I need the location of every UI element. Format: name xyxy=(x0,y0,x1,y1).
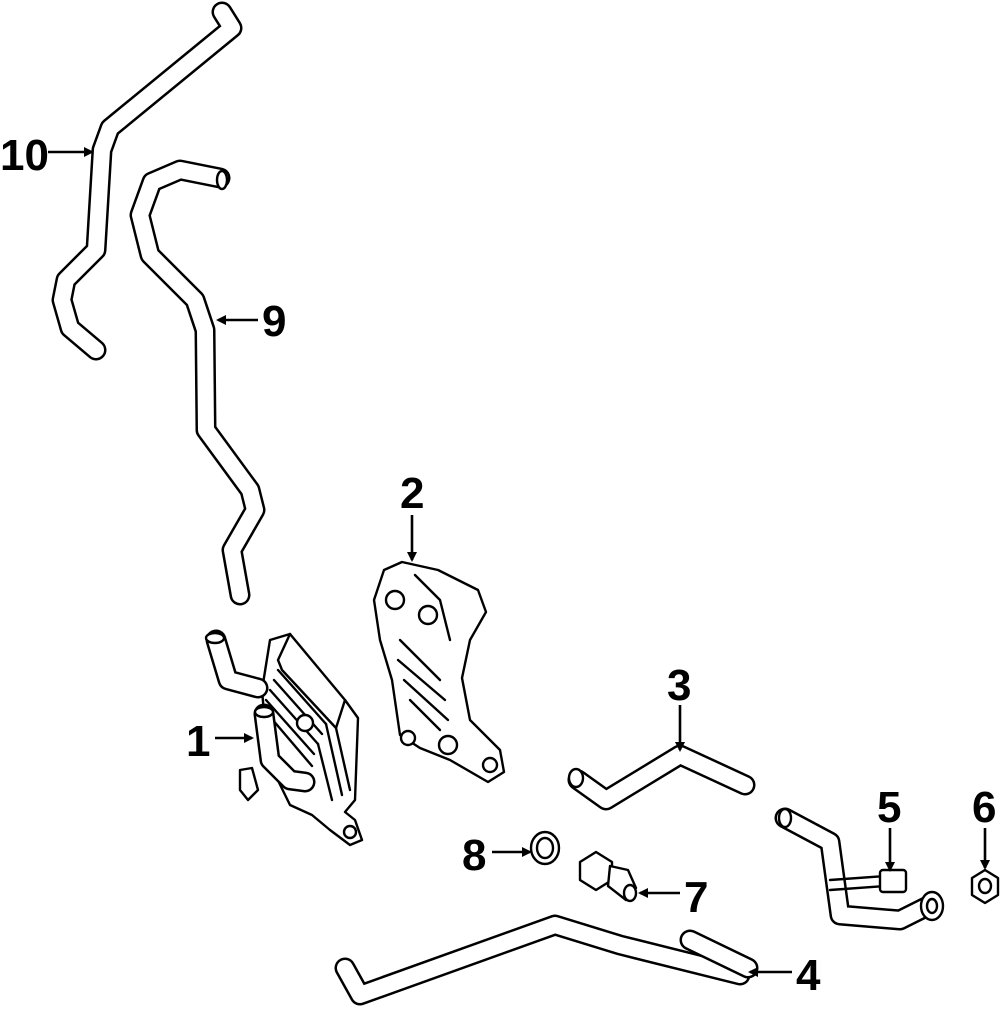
part-3-hose[interactable] xyxy=(567,744,756,811)
hose-end xyxy=(215,169,229,191)
leader-lines xyxy=(48,147,990,977)
part-6-nut[interactable] xyxy=(970,868,1000,905)
callout-3: 3 xyxy=(667,661,691,710)
part-4-hose[interactable] xyxy=(334,914,759,1006)
callout-labels: 1 2 3 4 5 6 7 8 9 10 xyxy=(0,131,996,1000)
part-7-fitting[interactable] xyxy=(578,850,638,903)
callout-4: 4 xyxy=(796,951,821,1000)
part-8-o-ring[interactable] xyxy=(529,830,561,866)
callout-2: 2 xyxy=(400,469,424,518)
callout-5: 5 xyxy=(877,783,901,832)
part-5-pipe[interactable] xyxy=(774,807,945,931)
part-1-oil-cooler[interactable] xyxy=(204,629,364,847)
callout-6: 6 xyxy=(972,783,996,832)
cooler-fitting xyxy=(295,713,315,733)
part-2-bracket[interactable] xyxy=(372,560,506,784)
callout-7: 7 xyxy=(684,873,708,922)
part-9-hose[interactable] xyxy=(129,159,266,606)
callout-8: 8 xyxy=(462,831,486,880)
callout-9: 9 xyxy=(262,297,286,346)
callout-1: 1 xyxy=(186,717,210,766)
callout-10: 10 xyxy=(0,131,49,180)
part-10-hose[interactable] xyxy=(51,1,243,361)
